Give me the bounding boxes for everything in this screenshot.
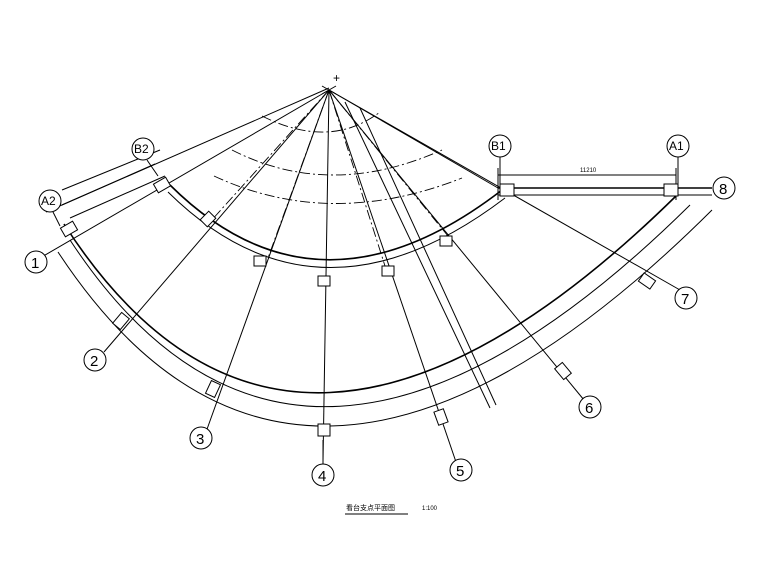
axis-label-5: 5 xyxy=(456,463,464,480)
dashed-reference-arcs xyxy=(213,111,463,204)
axis-bubble-6: 6 xyxy=(578,395,602,419)
axis-label-4: 4 xyxy=(318,468,326,485)
axis-bubble-3: 3 xyxy=(189,426,213,450)
axis-label-1: 1 xyxy=(31,255,39,272)
right-dimension-lines xyxy=(344,101,497,409)
top-straight-beam: 11210 xyxy=(497,168,712,200)
left-dimension-lines xyxy=(45,87,330,219)
axis-label-a1: A1 xyxy=(669,139,684,153)
axis-bubble-a2: A2 xyxy=(38,189,62,227)
outer-curved-beam xyxy=(57,195,713,427)
axis-label-b1: B1 xyxy=(491,139,506,153)
axis-bubble-8: 8 xyxy=(712,176,736,200)
axis-label-6: 6 xyxy=(585,400,593,417)
axis-label-8: 8 xyxy=(719,181,727,198)
axis-bubble-5: 5 xyxy=(449,458,473,482)
axis-bubble-2: 2 xyxy=(83,348,107,372)
origin-plus-label: + xyxy=(333,71,340,85)
axis-bubble-4: 4 xyxy=(311,440,335,487)
axis-label-a2: A2 xyxy=(41,194,56,208)
axis-bubble-a1: A1 xyxy=(666,134,690,186)
axis-bubble-b2: B2 xyxy=(131,137,159,177)
top-dimension-label: 11210 xyxy=(580,168,597,174)
axis-bubble-1: 1 xyxy=(24,250,48,274)
axis-bubble-7: 7 xyxy=(674,286,698,310)
inner-curved-beam xyxy=(167,184,506,268)
drawing-title: 看台支点平面图 xyxy=(346,503,395,512)
axis-label-2: 2 xyxy=(90,353,98,370)
axis-label-b2: B2 xyxy=(134,142,149,156)
axis-label-7: 7 xyxy=(681,291,689,308)
drawing-title-block: 看台支点平面图 1:100 xyxy=(345,503,438,515)
axis-label-3: 3 xyxy=(196,431,204,448)
support-plates xyxy=(59,176,679,437)
axis-bubble-b1: B1 xyxy=(488,134,512,186)
drawing-scale: 1:100 xyxy=(422,506,438,512)
origin-mark: + xyxy=(321,71,340,95)
